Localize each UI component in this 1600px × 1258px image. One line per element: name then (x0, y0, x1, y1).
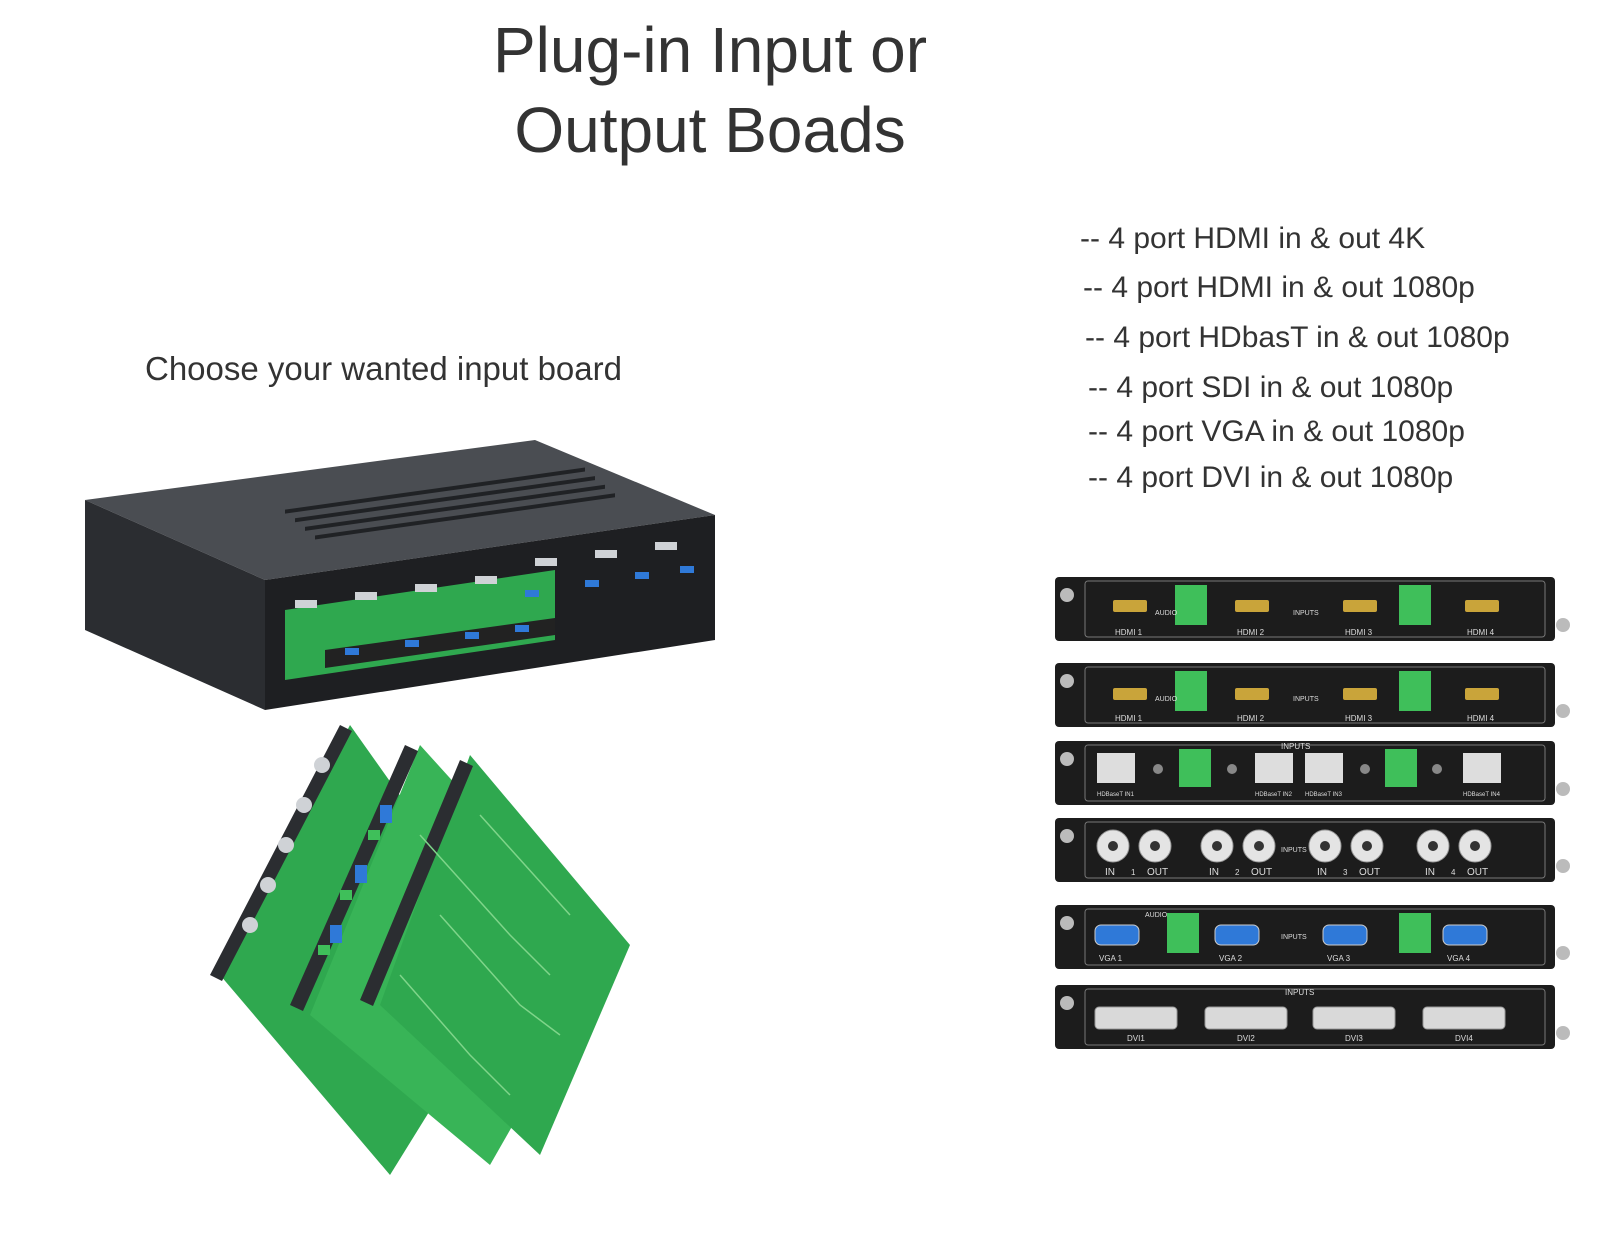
spec-item: -- 4 port VGA in & out 1080p (1088, 415, 1465, 448)
port-label: DVI3 (1345, 1034, 1363, 1043)
sdi-label: OUT (1467, 867, 1488, 878)
sdi-label: OUT (1251, 867, 1272, 878)
sdi-label: IN (1317, 867, 1327, 878)
audio-label: AUDIO (1155, 610, 1178, 617)
sdi-label: IN (1425, 867, 1435, 878)
port-label: VGA 2 (1219, 954, 1243, 963)
side-label: INPUTS (1281, 847, 1307, 854)
port-label: HDBaseT IN2 (1255, 792, 1293, 798)
port-label: DVI2 (1237, 1034, 1255, 1043)
spec-item: -- 4 port HDMI in & out 1080p (1083, 271, 1475, 304)
port-label: HDMI 1 (1115, 714, 1143, 723)
header-label: INPUTS (1281, 742, 1310, 751)
port-label: HDMI 2 (1237, 628, 1265, 637)
sdi-number: 3 (1343, 868, 1348, 877)
spec-item: -- 4 port DVI in & out 1080p (1088, 461, 1454, 494)
board-vga: VGA 1 VGA 2 VGA 3 VGA 4 AUDIO INPUTS (1055, 905, 1570, 969)
spec-item: -- 4 port HDMI in & out 4K (1080, 222, 1426, 255)
board-sdi: IN OUT IN OUT IN OUT IN OUT 1 2 3 4 INPU… (1055, 818, 1570, 882)
board-dvi: INPUTS DVI1 DVI2 DVI3 DVI4 (1055, 985, 1570, 1049)
title-line-1: Plug-in Input or (492, 14, 928, 86)
sdi-label: IN (1209, 867, 1219, 878)
sdi-number: 4 (1451, 868, 1456, 877)
matrix-chassis-image (85, 440, 715, 710)
port-label: HDBaseT IN3 (1305, 792, 1343, 798)
sdi-label: IN (1105, 867, 1115, 878)
title-line-2: Output Boads (514, 94, 906, 166)
sdi-label: OUT (1359, 867, 1380, 878)
header-label: INPUTS (1285, 988, 1314, 997)
port-label: HDMI 1 (1115, 628, 1143, 637)
side-label: INPUTS (1293, 610, 1319, 617)
port-label: HDMI 3 (1345, 714, 1373, 723)
board-hdmi-4k: HDMI 1 HDMI 2 HDMI 3 HDMI 4 AUDIO INPUTS (1055, 577, 1570, 641)
port-label: VGA 3 (1327, 954, 1351, 963)
port-label: HDBaseT IN1 (1097, 792, 1135, 798)
sdi-number: 1 (1131, 868, 1136, 877)
sdi-label: OUT (1147, 867, 1168, 878)
board-hdbaset: INPUTS HDBaseT IN1 HDBaseT IN2 HDBaseT I… (1055, 741, 1570, 805)
input-cards-image (210, 725, 630, 1175)
spec-item: -- 4 port SDI in & out 1080p (1088, 371, 1454, 404)
spec-item: -- 4 port HDbasT in & out 1080p (1085, 321, 1510, 354)
board-hdmi-1080p: HDMI 1 HDMI 2 HDMI 3 HDMI 4 AUDIO INPUTS (1055, 663, 1570, 727)
port-label: DVI4 (1455, 1034, 1473, 1043)
port-label: DVI1 (1127, 1034, 1145, 1043)
port-label: HDMI 4 (1467, 628, 1495, 637)
sdi-number: 2 (1235, 868, 1240, 877)
port-label: HDBaseT IN4 (1463, 792, 1501, 798)
audio-label: AUDIO (1145, 912, 1168, 919)
subtitle: Choose your wanted input board (145, 350, 622, 387)
side-label: INPUTS (1293, 696, 1319, 703)
audio-label: AUDIO (1155, 696, 1178, 703)
port-label: HDMI 4 (1467, 714, 1495, 723)
side-label: INPUTS (1281, 934, 1307, 941)
port-label: HDMI 3 (1345, 628, 1373, 637)
port-label: HDMI 2 (1237, 714, 1265, 723)
port-label: VGA 4 (1447, 954, 1471, 963)
port-label: VGA 1 (1099, 954, 1123, 963)
